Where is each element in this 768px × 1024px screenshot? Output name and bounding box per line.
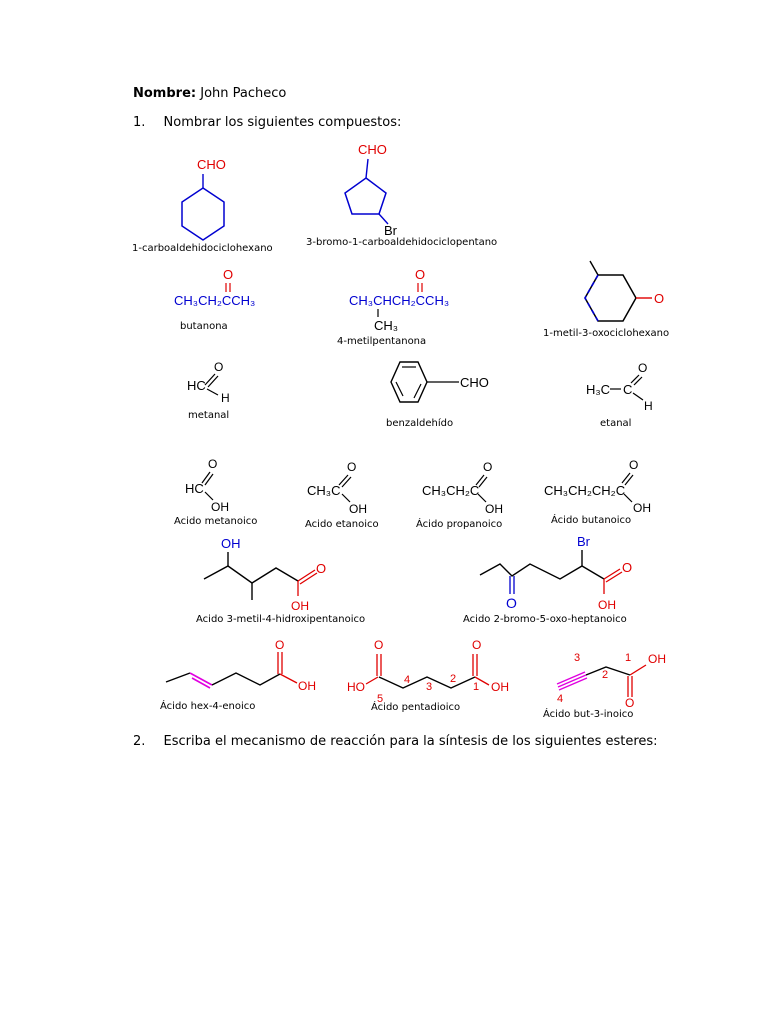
student-name-line: Nombre: John Pacheco	[133, 86, 286, 101]
structure-acido-propanoico: O CH₃CH₂C OH	[422, 460, 503, 516]
label-oh: OH	[598, 598, 616, 612]
label-c: C	[623, 382, 632, 397]
locant-3: 3	[574, 652, 580, 664]
label-h3c: H₃C	[586, 382, 610, 397]
name-acido-etanoico: Acido etanoico	[305, 519, 379, 530]
structure-bromocyclopentanecarbaldehyde: CHO Br	[344, 142, 398, 238]
name-metilpentanona: 4-metilpentanona	[337, 336, 427, 347]
label-o-left: O	[374, 638, 383, 652]
locant-1: 1	[625, 652, 631, 664]
label-o-keto: O	[506, 595, 517, 611]
structure-benzaldehido: CHO	[390, 361, 489, 403]
label-oh: OH	[291, 599, 309, 613]
name-label: Nombre:	[133, 86, 197, 101]
question-2-text: Escriba el mecanismo de reacción para la…	[163, 734, 658, 749]
label-oh: OH	[485, 502, 503, 516]
name-acido-metil-hidroxipentanoico: Acido 3-metil-4-hidroxipentanoico	[196, 614, 366, 625]
label-o: O	[654, 291, 664, 306]
name-acido-butanoico: Ácido butanoico	[551, 515, 632, 526]
question-1-number: 1.	[133, 115, 146, 130]
label-o: O	[275, 638, 284, 652]
label-oh-top: OH	[221, 536, 241, 551]
structure-acido-bromo-oxoheptanoico: Br O O OH	[479, 534, 632, 612]
label-o: O	[625, 696, 634, 707]
formula-butanona: CH₃CH₂CCH₃	[174, 293, 255, 308]
label-o: O	[208, 457, 217, 471]
name-benzaldehido: benzaldehído	[386, 418, 454, 429]
question-1: 1. Nombrar los siguientes compuestos:	[133, 115, 401, 130]
label-o: O	[622, 560, 632, 575]
structure-acido-hex-enoico: O OH	[165, 638, 316, 693]
structure-acido-pentadioico: O O HO OH 5 4 3 2 1	[347, 638, 509, 705]
label-o: O	[629, 458, 638, 472]
name-bromocyclopentanecarbaldehyde: 3-bromo-1-carboaldehidociclopentano	[306, 237, 498, 248]
locant-4: 4	[557, 693, 563, 705]
label-ch3ch2c: CH₃CH₂C	[422, 483, 479, 498]
name-acido-propanoico: Ácido propanoico	[416, 519, 503, 530]
label-hc: HC	[185, 481, 204, 496]
label-o: O	[638, 361, 647, 375]
name-butanona: butanona	[180, 321, 228, 332]
name-acido-hex-enoico: Ácido hex-4-enoico	[160, 701, 256, 712]
structure-acido-etanoico: O CH₃C OH	[307, 460, 367, 516]
name-cyclohexanecarbaldehyde: 1-carboaldehidociclohexano	[132, 243, 273, 254]
label-o: O	[415, 267, 425, 282]
label-oh: OH	[211, 500, 229, 514]
question-1-text: Nombrar los siguientes compuestos:	[163, 115, 402, 130]
student-name: John Pacheco	[200, 86, 287, 101]
name-etanal: etanal	[600, 418, 632, 429]
locant-3: 3	[426, 681, 432, 693]
structure-acido-metil-hidroxipentanoico: OH O OH	[203, 536, 326, 613]
locant-5: 5	[377, 693, 383, 705]
label-o: O	[316, 561, 326, 576]
structure-butanona: O CH₃CH₂CCH₃	[174, 267, 255, 308]
name-acido-metanoico: Acido metanoico	[174, 516, 258, 527]
question-2: 2. Escriba el mecanismo de reacción para…	[133, 734, 658, 749]
label-ch3ch2ch2c: CH₃CH₂CH₂C	[544, 483, 625, 498]
label-cho: CHO	[460, 375, 489, 390]
structure-acido-metanoico: O HC OH	[185, 457, 229, 514]
locant-4: 4	[404, 674, 410, 686]
name-acido-pentadioico: Ácido pentadioico	[371, 702, 461, 713]
label-cho: CHO	[197, 157, 226, 172]
label-oh: OH	[349, 502, 367, 516]
question-2-number: 2.	[133, 734, 146, 749]
name-metanal: metanal	[188, 410, 230, 421]
structure-metilciclohexanona: O	[584, 260, 664, 322]
label-hc: HC	[187, 378, 206, 393]
locant-2: 2	[602, 669, 608, 681]
label-oh: OH	[491, 680, 509, 694]
label-o: O	[223, 267, 233, 282]
label-ho: HO	[347, 680, 365, 694]
formula-metilpentanona: CH₃CHCH₂CCH₃	[349, 293, 449, 308]
locant-2: 2	[450, 673, 456, 685]
label-oh: OH	[648, 652, 666, 666]
name-acido-bromo-oxoheptanoico: Acido 2-bromo-5-oxo-heptanoico	[463, 614, 627, 625]
label-cho: CHO	[358, 142, 387, 157]
structure-acido-but-inoico: 3 1 OH 2 4 O	[556, 652, 666, 707]
label-h: H	[644, 399, 653, 413]
label-ch3c: CH₃C	[307, 483, 340, 498]
label-oh: OH	[633, 501, 651, 515]
label-ch3: CH₃	[374, 318, 398, 333]
label-o-right: O	[472, 638, 481, 652]
name-acido-but-inoico: Ácido but-3-inoico	[543, 709, 634, 720]
label-o: O	[214, 360, 223, 374]
structure-cyclohexanecarbaldehyde: CHO	[181, 157, 226, 241]
label-h: H	[221, 391, 230, 405]
structure-metilpentanona: O CH₃CHCH₂CCH₃ CH₃	[349, 267, 449, 333]
structure-metanal: O HC H	[187, 360, 230, 405]
structure-acido-butanoico: O CH₃CH₂CH₂C OH	[544, 458, 651, 515]
structure-etanal: O H₃C C H	[586, 361, 653, 413]
label-br: Br	[384, 223, 398, 238]
locant-1: 1	[473, 681, 479, 693]
label-o: O	[483, 460, 492, 474]
name-metilciclohexanona: 1-metil-3-oxociclohexano	[543, 328, 670, 339]
label-oh: OH	[298, 679, 316, 693]
label-o: O	[347, 460, 356, 474]
label-br: Br	[577, 534, 591, 549]
